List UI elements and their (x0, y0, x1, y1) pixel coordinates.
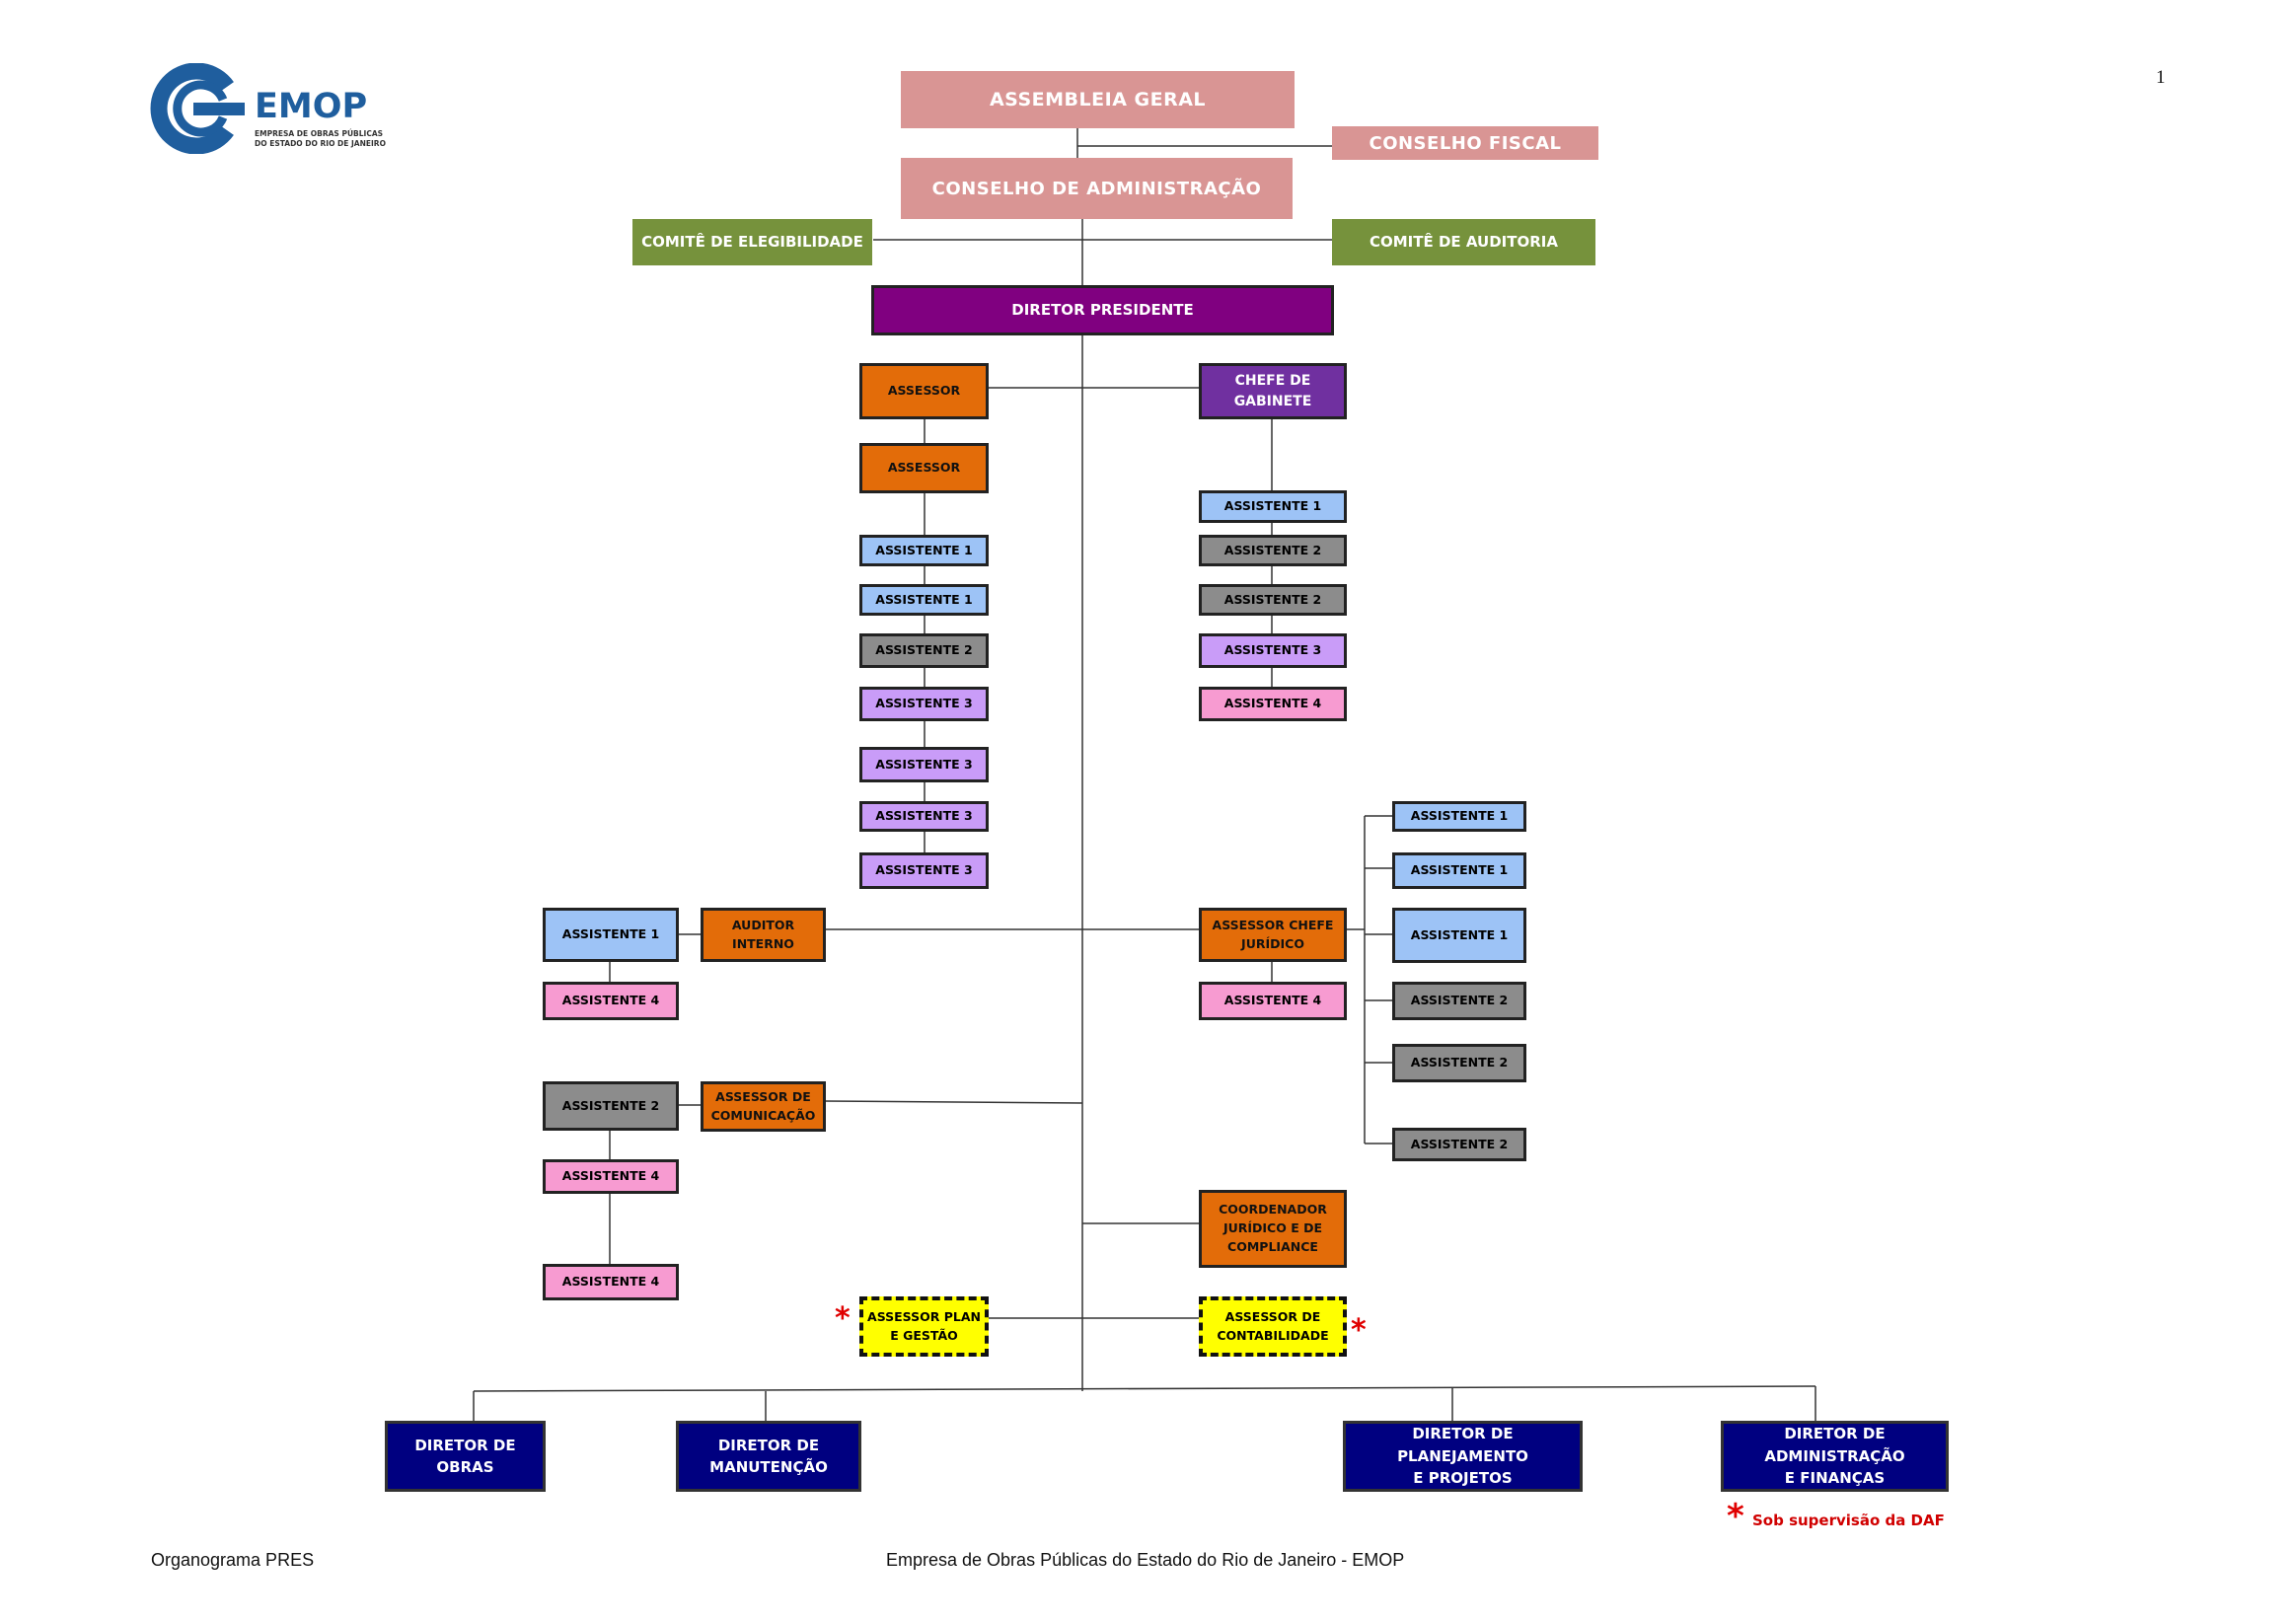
assistente-box: ASSISTENTE 1 (1199, 490, 1347, 523)
logo-subtitle-2: DO ESTADO DO RIO DE JANEIRO (255, 139, 386, 148)
assistente-box: ASSISTENTE 3 (859, 801, 989, 832)
assistente-box: ASSISTENTE 3 (859, 747, 989, 782)
auditor-interno-box: AUDITOR INTERNO (701, 908, 826, 962)
assistente-box: ASSISTENTE 2 (1392, 1128, 1526, 1161)
assistente-box: ASSISTENTE 1 (859, 535, 989, 566)
assistente-box: ASSISTENTE 4 (543, 1159, 679, 1194)
asterisk-marker: * (835, 1301, 851, 1336)
assessor-chefe-juridico-box: ASSESSOR CHEFE JURÍDICO (1199, 908, 1347, 962)
chefe-gabinete-box: CHEFE DE GABINETE (1199, 363, 1347, 419)
diretor-obras-box: DIRETOR DE OBRAS (385, 1421, 546, 1492)
emop-logo-icon (150, 63, 245, 154)
assistente-box: ASSISTENTE 2 (1392, 1044, 1526, 1082)
assistente-box: ASSISTENTE 1 (859, 584, 989, 616)
assistente-box: ASSISTENTE 2 (543, 1081, 679, 1131)
assistente-box: ASSISTENTE 3 (859, 687, 989, 721)
assistente-box: ASSISTENTE 1 (1392, 801, 1526, 832)
supervision-note: Sob supervisão da DAF (1752, 1512, 1945, 1529)
assistente-box: ASSISTENTE 4 (1199, 982, 1347, 1020)
assistente-box: ASSISTENTE 4 (1199, 687, 1347, 721)
diretor-administracao-financas-box: DIRETOR DE ADMINISTRAÇÃO E FINANÇAS (1721, 1421, 1949, 1492)
assistente-box: ASSISTENTE 4 (543, 1264, 679, 1300)
comite-auditoria-box: COMITÊ DE AUDITORIA (1332, 219, 1595, 265)
diretor-planejamento-projetos-box: DIRETOR DE PLANEJAMENTO E PROJETOS (1343, 1421, 1583, 1492)
coordenador-juridico-compliance-box: COORDENADOR JURÍDICO E DE COMPLIANCE (1199, 1190, 1347, 1268)
assessor-box: ASSESSOR (859, 363, 989, 419)
assistente-box: ASSISTENTE 1 (1392, 852, 1526, 889)
assessor-plan-gestao-box: ASSESSOR PLAN E GESTÃO (859, 1296, 989, 1357)
assistente-box: ASSISTENTE 2 (1199, 535, 1347, 566)
footer-center: Empresa de Obras Públicas do Estado do R… (886, 1550, 1405, 1570)
assistente-box: ASSISTENTE 2 (1392, 982, 1526, 1020)
assistente-box: ASSISTENTE 3 (1199, 633, 1347, 668)
assessor-comunicacao-box: ASSESSOR DE COMUNICAÇÃO (701, 1081, 826, 1132)
assessor-contabilidade-box: ASSESSOR DE CONTABILIDADE (1199, 1296, 1347, 1357)
assistente-box: ASSISTENTE 4 (543, 982, 679, 1020)
conselho-fiscal-box: CONSELHO FISCAL (1332, 126, 1598, 160)
logo-name: EMOP (255, 87, 368, 126)
asterisk-marker: * (1351, 1313, 1367, 1348)
diretor-manutencao-box: DIRETOR DE MANUTENÇÃO (676, 1421, 861, 1492)
page-number: 1 (2156, 67, 2166, 88)
assistente-box: ASSISTENTE 2 (859, 633, 989, 668)
connector (473, 1385, 1816, 1392)
assessor-box: ASSESSOR (859, 443, 989, 493)
assembleia-geral-box: ASSEMBLEIA GERAL (901, 71, 1295, 128)
footer-left: Organograma PRES (151, 1550, 315, 1570)
assistente-box: ASSISTENTE 1 (543, 908, 679, 962)
logo-subtitle-1: EMPRESA DE OBRAS PÚBLICAS (255, 129, 384, 138)
assistente-box: ASSISTENTE 3 (859, 852, 989, 889)
diretor-presidente-box: DIRETOR PRESIDENTE (871, 285, 1334, 335)
conselho-administracao-box: CONSELHO DE ADMINISTRAÇÃO (901, 158, 1293, 219)
assistente-box: ASSISTENTE 2 (1199, 584, 1347, 616)
assistente-box: ASSISTENTE 1 (1392, 908, 1526, 963)
connector (823, 1100, 1083, 1104)
asterisk-marker: * (1727, 1497, 1744, 1536)
comite-elegibilidade-box: COMITÊ DE ELEGIBILIDADE (632, 219, 872, 265)
